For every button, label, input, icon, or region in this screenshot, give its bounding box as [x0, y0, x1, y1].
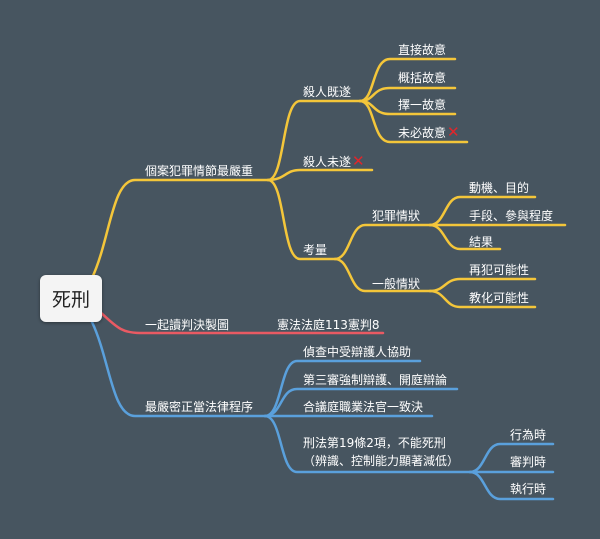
node-act-time[interactable]: 行為時	[510, 428, 547, 442]
node-result[interactable]: 結果	[469, 235, 494, 249]
node-severity[interactable]: 個案犯罪情節最嚴重	[145, 164, 254, 178]
node-dolus-eventualis[interactable]: 未必故意✕	[398, 123, 460, 141]
node-defense-investigation[interactable]: 偵查中受辯護人協助	[303, 345, 412, 359]
root-node[interactable]: 死刑	[40, 275, 102, 322]
procedure-branch-lines	[90, 320, 555, 501]
node-crime-circumstances[interactable]: 犯罪情狀	[372, 209, 421, 223]
node-trial-time[interactable]: 審判時	[510, 455, 547, 469]
node-direct-intent[interactable]: 直接故意	[398, 43, 447, 57]
node-third-instance[interactable]: 第三審強制辯護、開庭辯論	[303, 373, 448, 387]
node-general-circumstances[interactable]: 一般情狀	[372, 277, 421, 291]
node-murder-attempted[interactable]: 殺人未遂✕	[303, 152, 365, 170]
node-label-line1: 刑法第19條2項，不能死刑	[303, 436, 446, 450]
cross-icon: ✕	[352, 152, 365, 170]
node-murder-completed[interactable]: 殺人既遂	[303, 85, 352, 99]
node-general-intent[interactable]: 概括故意	[398, 71, 447, 85]
node-source[interactable]: 憲法法庭113憲判8	[277, 318, 380, 332]
node-motive[interactable]: 動機、目的	[469, 181, 530, 195]
node-recidivism[interactable]: 再犯可能性	[469, 263, 530, 277]
node-label-line2: （辨識、控制能力顯著減低）	[303, 454, 460, 468]
node-label: 殺人未遂	[303, 155, 352, 169]
node-execution-time[interactable]: 執行時	[510, 482, 547, 496]
node-consideration[interactable]: 考量	[303, 243, 328, 257]
cross-icon: ✕	[447, 123, 460, 141]
node-rehabilitation[interactable]: 教化可能性	[469, 291, 530, 305]
node-unanimous[interactable]: 合議庭職業法官一致決	[303, 400, 424, 414]
reading-branch-lines	[98, 310, 385, 335]
node-means[interactable]: 手段、參與程度	[469, 209, 554, 223]
node-procedure[interactable]: 最嚴密正當法律程序	[145, 400, 254, 414]
node-article-19[interactable]: 刑法第19條2項，不能死刑 （辨識、控制能力顯著減低）	[303, 436, 459, 468]
node-label: 未必故意	[398, 126, 447, 140]
node-alternative-intent[interactable]: 擇一故意	[398, 98, 447, 112]
severity-branch-lines	[90, 57, 567, 309]
node-reading[interactable]: 一起讀判決製圖	[145, 318, 230, 332]
